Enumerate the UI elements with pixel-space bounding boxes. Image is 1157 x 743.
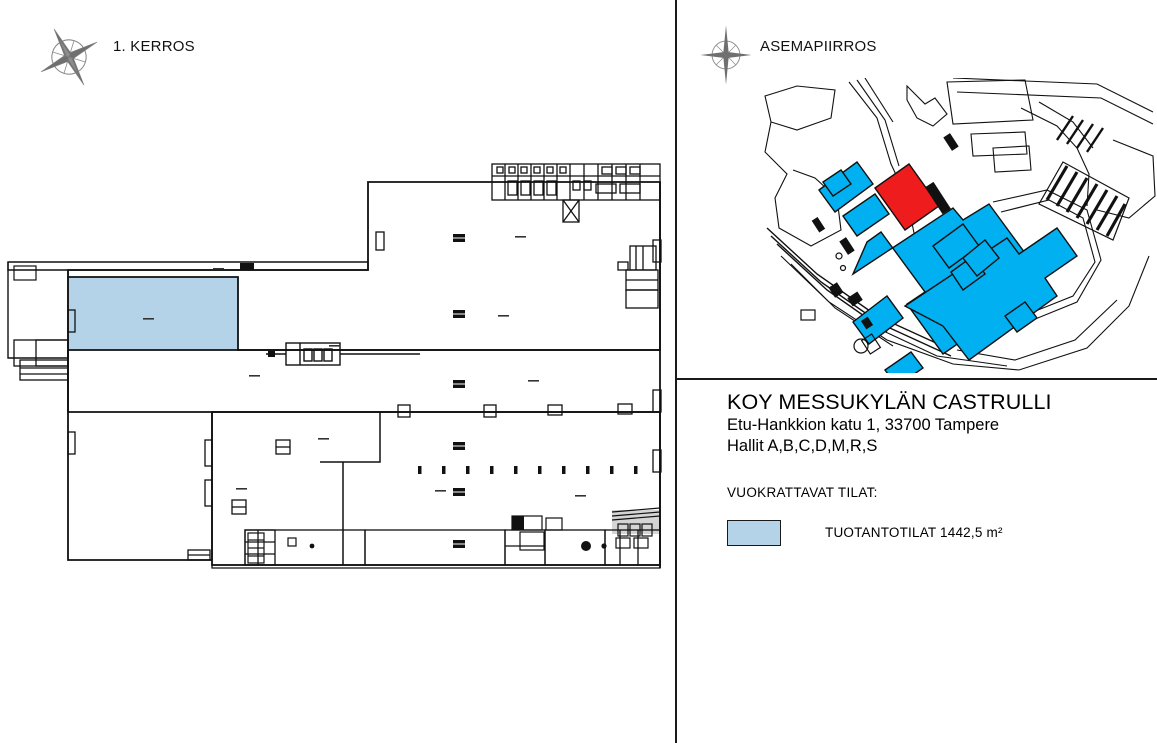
floor-plan-drawing [0,150,675,590]
site-plan-compass-rose-icon [697,24,755,86]
legend-item: TUOTANTOTILAT 1442,5 m² [727,519,1157,546]
property-name: KOY MESSUKYLÄN CASTRULLI [727,390,1052,414]
legend-label-production-space: TUOTANTOTILAT 1442,5 m² [825,525,1003,541]
site-building [852,295,904,345]
highlighted-production-area [68,277,238,350]
panel-divider-vertical [675,0,677,743]
floor-plan-heading: 1. KERROS [113,38,195,55]
site-plan-heading: ASEMAPIIRROS [760,38,877,55]
property-address: Etu-Hankkion katu 1, 33700 Tampere [727,416,1000,435]
site-building [884,351,924,373]
site-building [903,227,1078,361]
site-subject-building [874,163,940,231]
site-plan-drawing [757,78,1157,373]
property-info-panel: KOY MESSUKYLÄN CASTRULLI Etu-Hankkion ka… [727,390,1157,546]
site-building [1004,301,1038,333]
site-building [962,239,1000,277]
floor-plan-compass-rose-icon [36,24,102,90]
site-building [822,169,852,197]
legend-caption: VUOKRATTAVAT TILAT: [727,484,878,500]
property-halls: Hallit A,B,C,D,M,R,S [727,436,878,455]
panel-divider-horizontal [675,378,1157,380]
legend-swatch-production-space [727,519,781,546]
site-building [842,193,890,237]
